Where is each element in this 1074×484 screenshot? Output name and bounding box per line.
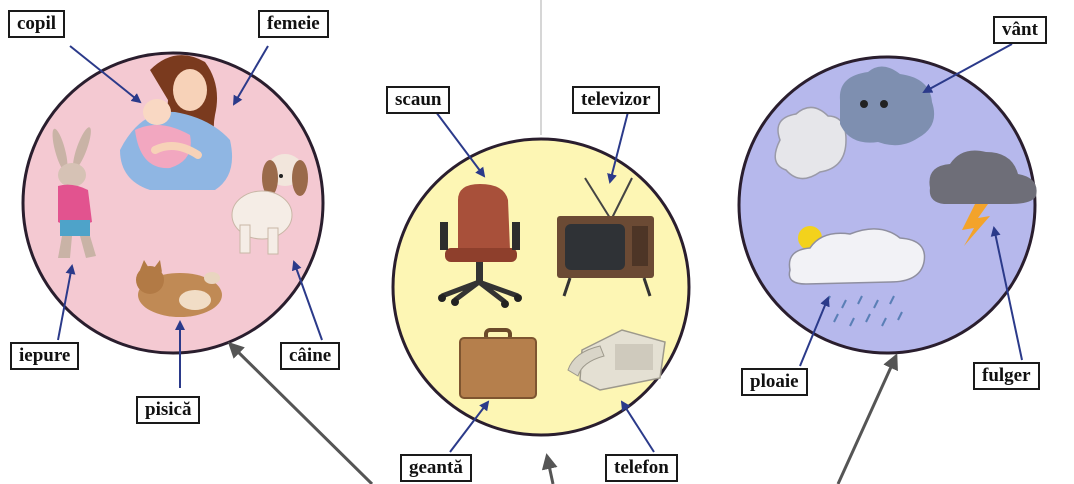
arrow-scaun bbox=[435, 111, 486, 178]
office-chair-icon bbox=[438, 184, 522, 308]
group-arrow-weather bbox=[836, 353, 898, 484]
arrow-fulger bbox=[990, 226, 1023, 361]
label-vant: vânt bbox=[993, 16, 1047, 44]
group-arrows bbox=[227, 341, 898, 484]
thunder-cloud-icon bbox=[929, 150, 1037, 246]
dog-icon bbox=[231, 154, 308, 255]
woman-with-baby-icon bbox=[120, 55, 233, 190]
label-televizor: televizor bbox=[572, 86, 660, 114]
label-pisica: pisică bbox=[136, 396, 201, 424]
wind-cloud-icon bbox=[774, 66, 935, 180]
circle-objects bbox=[391, 137, 691, 437]
television-icon bbox=[557, 177, 654, 297]
label-fulger: fulger bbox=[973, 362, 1040, 390]
label-iepure: iepure bbox=[10, 342, 80, 370]
group-arrow-people bbox=[227, 341, 374, 484]
rain-cloud-icon bbox=[788, 226, 926, 327]
telephone-icon bbox=[567, 329, 666, 391]
label-geanta: geantă bbox=[400, 454, 472, 482]
arrow-iepure bbox=[57, 264, 76, 341]
arrow-televizor bbox=[607, 111, 629, 184]
arrow-copil bbox=[69, 45, 142, 104]
label-arrows bbox=[57, 43, 1023, 453]
label-scaun: scaun bbox=[386, 86, 451, 114]
arrow-geanta bbox=[449, 400, 490, 453]
arrow-ploaie bbox=[799, 296, 830, 367]
label-telefon: telefon bbox=[605, 454, 678, 482]
label-femeie: femeie bbox=[258, 10, 329, 38]
label-copil: copil bbox=[8, 10, 66, 38]
label-ploaie: ploaie bbox=[741, 368, 808, 396]
arrow-telefon bbox=[620, 400, 655, 453]
briefcase-icon bbox=[459, 328, 537, 399]
kitten-icon bbox=[136, 260, 222, 317]
arrow-caine bbox=[291, 260, 323, 341]
label-caine: câine bbox=[280, 342, 341, 370]
rabbit-icon bbox=[52, 127, 96, 258]
arrow-femeie bbox=[232, 45, 269, 106]
arrow-vant bbox=[922, 43, 1013, 93]
circle-people-animals bbox=[21, 51, 325, 355]
group-arrow-objects bbox=[541, 453, 558, 484]
